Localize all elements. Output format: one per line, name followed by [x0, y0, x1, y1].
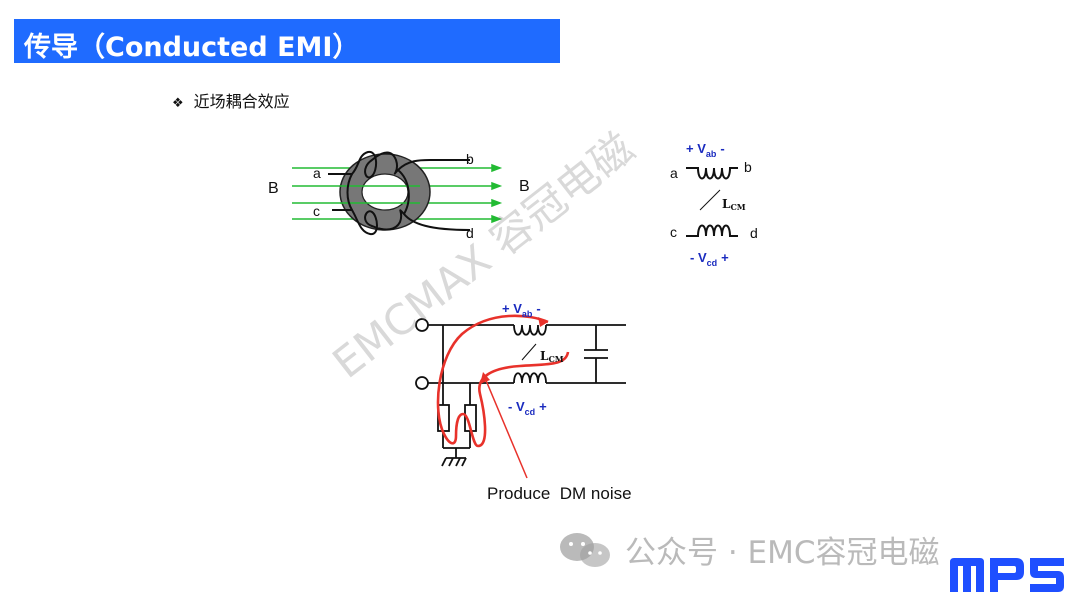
circuit-vcd-label: - Vcd+: [508, 399, 547, 417]
symbol-label-c: c: [670, 224, 677, 240]
bullet-item: ❖ 近场耦合效应: [172, 88, 290, 112]
dm-noise-path: [436, 314, 570, 448]
symbol-core-line: [699, 189, 721, 211]
terminal-label-d: d: [466, 225, 474, 241]
symbol-label-d: d: [750, 225, 758, 241]
figure-caption: Produce DM noise: [487, 484, 632, 503]
circuit-lower-coil: [513, 372, 547, 384]
terminal-label-a: a: [313, 165, 321, 181]
filter-circuit: [415, 318, 626, 467]
circuit-vab-label: + Vab-: [502, 301, 541, 319]
caption-pointer: [484, 377, 528, 479]
terminal-label-b: b: [466, 151, 474, 167]
symbol-upper-coil: [686, 167, 738, 180]
footer-account: 公众号 · EMC容冠电磁: [557, 527, 940, 572]
toroid-windings: [328, 150, 471, 236]
field-label-right: B: [519, 178, 530, 195]
title-bar: 传导（Conducted EMI）: [14, 19, 560, 63]
symbol-vab-label: + Vab-: [686, 141, 725, 159]
symbol-label-a: a: [670, 165, 678, 181]
wechat-icon: [560, 533, 610, 567]
terminal-label-c: c: [313, 203, 320, 219]
field-label-left: B: [268, 180, 279, 197]
symbol-vcd-label: - Vcd+: [690, 250, 729, 268]
symbol-lower-coil: [686, 224, 738, 237]
toroid-hole: [361, 173, 409, 211]
bullet-text: 近场耦合效应: [193, 92, 290, 111]
page-title: 传导（Conducted EMI）: [24, 32, 360, 63]
toroid-diagram: B B a b c d: [268, 150, 530, 241]
input-terminal-bottom: [415, 376, 429, 390]
symbol-lcm-label: LCM: [722, 197, 746, 212]
symbol-label-b: b: [744, 159, 752, 175]
footer-account-text: 公众号 · EMC容冠电磁: [625, 535, 940, 571]
circuit-upper-coil: [513, 324, 547, 336]
noise-arrowhead-icon: [538, 317, 548, 327]
diamond-bullet-icon: ❖: [172, 96, 184, 111]
mps-logo: [950, 558, 1064, 592]
circuit-lcm-label: LCM: [540, 349, 564, 364]
choke-symbol: + Vab- a b c d LCM - Vcd+: [670, 141, 758, 268]
